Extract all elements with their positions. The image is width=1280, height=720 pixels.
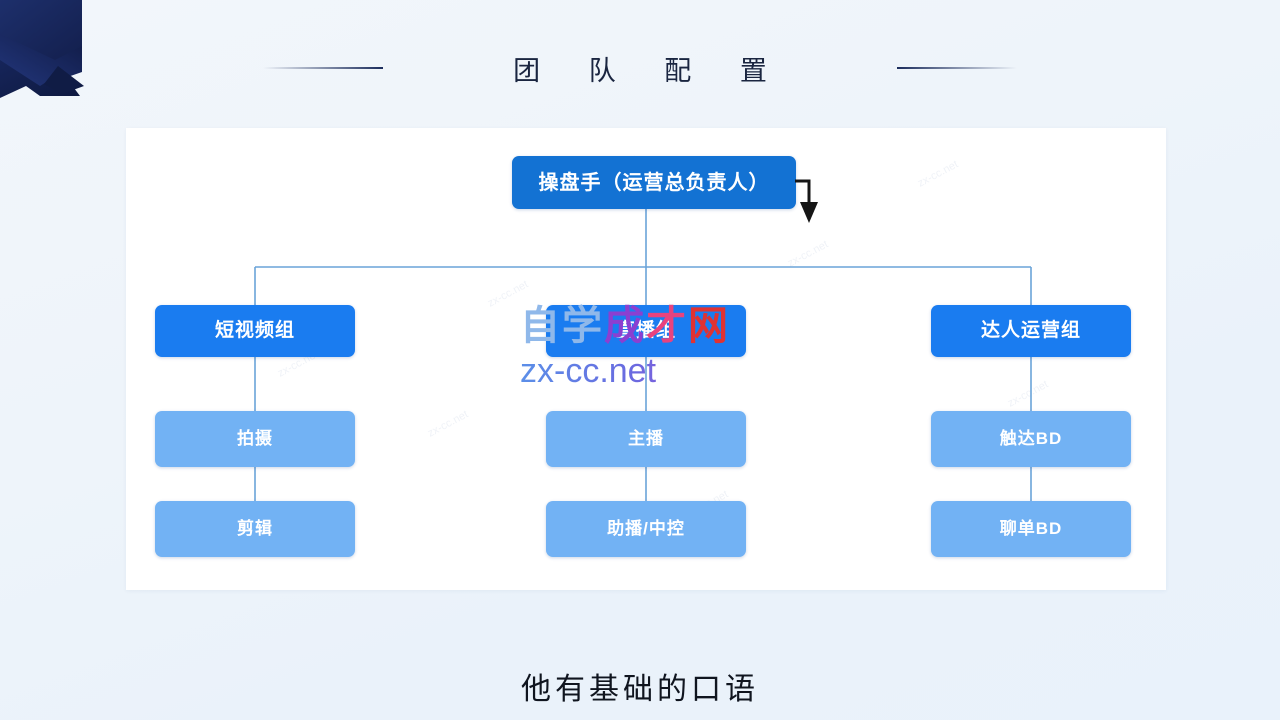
org-node-editing-label: 剪辑 xyxy=(237,518,273,538)
title-rule-left xyxy=(263,67,384,69)
org-node-short-video[interactable]: 短视频组 xyxy=(155,305,355,357)
org-node-short-video-label: 短视频组 xyxy=(214,319,295,341)
org-node-influencer-ops[interactable]: 达人运营组 xyxy=(931,305,1131,357)
org-node-assistant-host[interactable]: 助播/中控 xyxy=(546,501,746,557)
org-node-filming-label: 拍摄 xyxy=(237,428,273,448)
subtitle-caption: 他有基础的口语 xyxy=(521,672,759,707)
org-node-host[interactable]: 主播 xyxy=(546,411,746,467)
org-node-influencer-ops-label: 达人运营组 xyxy=(980,319,1081,341)
org-node-assistant-host-label: 助播/中控 xyxy=(607,518,685,538)
org-node-host-label: 主播 xyxy=(628,428,664,448)
org-node-filming[interactable]: 拍摄 xyxy=(155,411,355,467)
pointer-arrow-annotation xyxy=(793,178,827,226)
content-card: zx-cc.net zx-cc.net zx-cc.net zx-cc.net … xyxy=(126,128,1166,590)
org-node-outreach-bd[interactable]: 触达BD xyxy=(931,411,1131,467)
org-node-chat-bd-label: 聊单BD xyxy=(999,518,1063,538)
slide-title-row: 团 队 配 置 xyxy=(0,44,1280,92)
org-node-live-stream[interactable]: 直播组 xyxy=(546,305,746,357)
title-rule-right xyxy=(896,67,1017,69)
org-node-root-label: 操盘手（运营总负责人） xyxy=(538,171,770,194)
org-node-chat-bd[interactable]: 聊单BD xyxy=(931,501,1131,557)
org-chart-connectors xyxy=(254,209,1032,501)
org-node-outreach-bd-label: 触达BD xyxy=(999,428,1063,448)
page-title: 团 队 配 置 xyxy=(513,55,787,87)
org-node-live-stream-label: 直播组 xyxy=(615,319,676,341)
org-node-root[interactable]: 操盘手（运营总负责人） xyxy=(512,156,796,209)
org-chart: 操盘手（运营总负责人） 短视频组 直播组 达人运营组 拍摄 剪辑 主播 助播/中… xyxy=(126,128,1166,590)
org-node-editing[interactable]: 剪辑 xyxy=(155,501,355,557)
